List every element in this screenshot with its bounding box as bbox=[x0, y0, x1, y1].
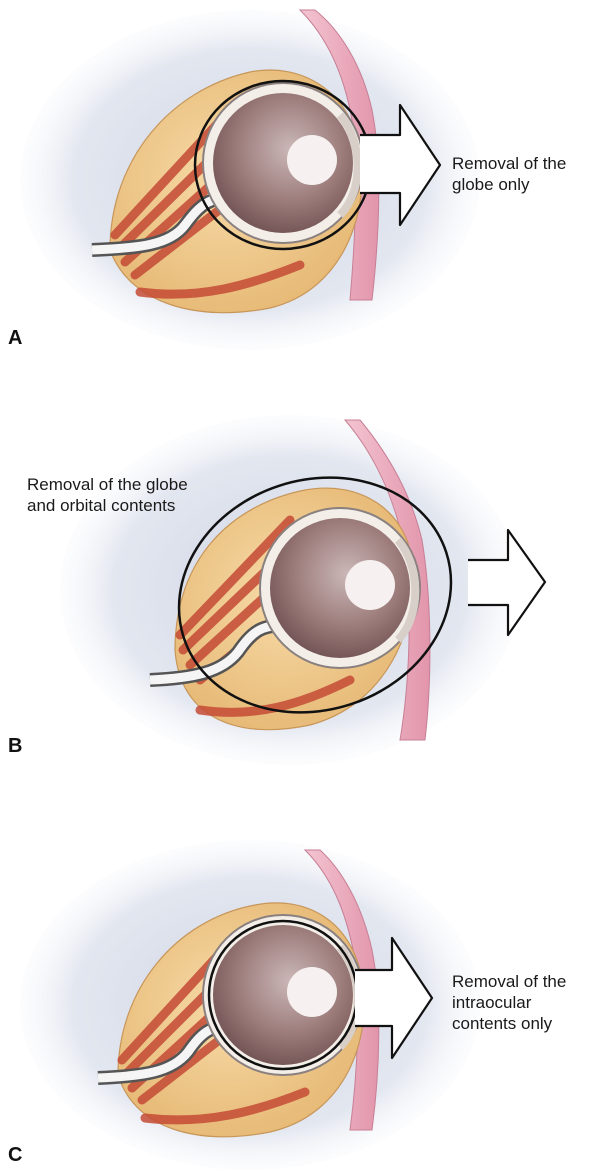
panel-b: Removal of the globe and orbital content… bbox=[0, 380, 591, 780]
panel-letter-a: A bbox=[8, 327, 22, 350]
caption-a-line-2: globe only bbox=[452, 174, 566, 195]
caption-b-line-1: Removal of the globe bbox=[27, 474, 188, 495]
caption-c-line-1: Removal of the bbox=[452, 971, 566, 992]
panel-letter-c: C bbox=[8, 1144, 22, 1167]
caption-a: Removal of the globe only bbox=[452, 153, 566, 195]
caption-a-line-1: Removal of the bbox=[452, 153, 566, 174]
panel-a: Removal of the globe only A bbox=[0, 0, 591, 360]
panel-c: Removal of the intraocular contents only… bbox=[0, 820, 591, 1175]
caption-b-line-2: and orbital contents bbox=[27, 495, 188, 516]
caption-b: Removal of the globe and orbital content… bbox=[27, 474, 188, 516]
orbit-illustration-b bbox=[0, 380, 591, 780]
caption-c-line-2: intraocular bbox=[452, 992, 566, 1013]
panel-letter-b: B bbox=[8, 735, 22, 758]
caption-c: Removal of the intraocular contents only bbox=[452, 971, 566, 1034]
caption-c-line-3: contents only bbox=[452, 1013, 566, 1034]
